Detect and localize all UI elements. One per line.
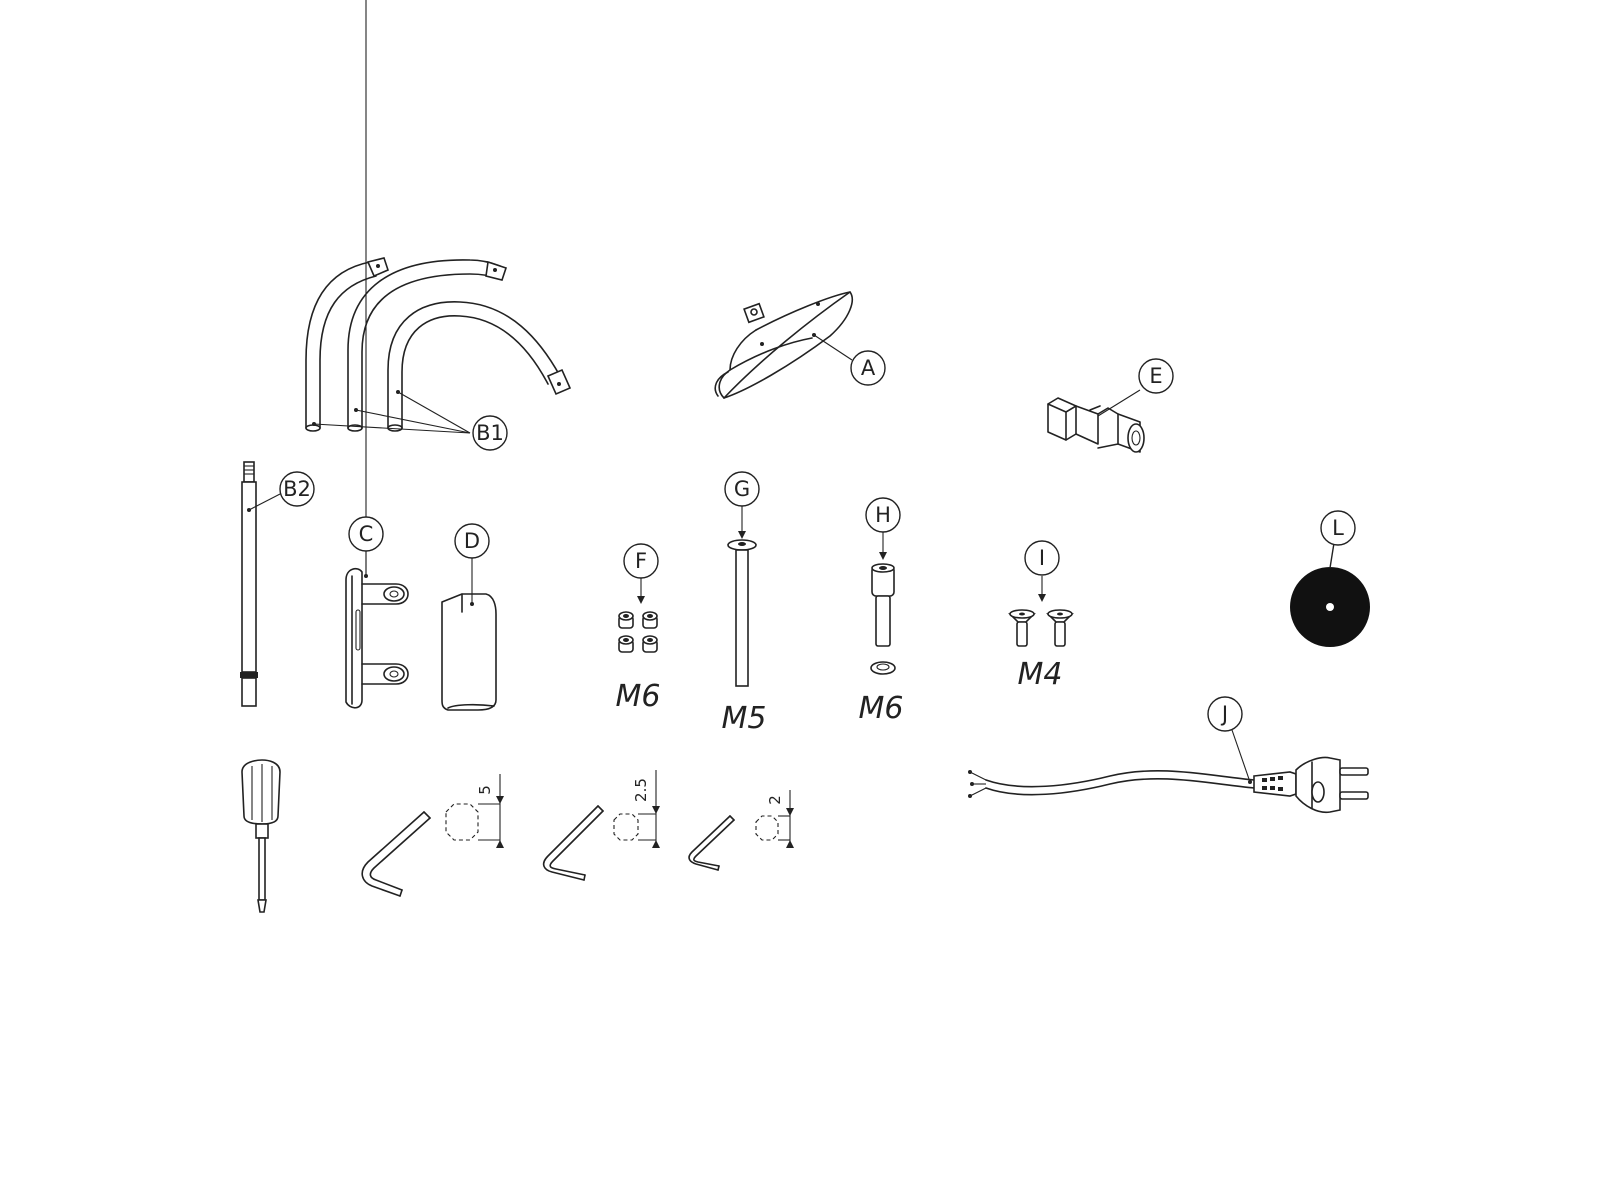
screw-icon xyxy=(1008,576,1074,647)
callout-b1 xyxy=(472,415,508,451)
label-i: I xyxy=(1039,546,1045,570)
hex-key-icon xyxy=(542,770,660,881)
label-g: G xyxy=(734,477,750,501)
callout-h xyxy=(865,497,901,533)
screwdriver-icon xyxy=(241,759,281,913)
label-h: H xyxy=(875,503,891,527)
hexkey-size-small: 2 xyxy=(766,795,784,805)
lamp-shade-icon xyxy=(714,291,854,399)
callout-i xyxy=(1024,540,1060,576)
hex-key-icon xyxy=(688,790,794,871)
callout-j xyxy=(1207,696,1243,732)
hexkey-size-large: 5 xyxy=(476,785,494,795)
nut-icon xyxy=(618,576,658,653)
callout-g xyxy=(724,471,760,507)
arm-tube-icon xyxy=(305,257,572,434)
size-f: M6 xyxy=(616,679,661,714)
label-b1: B1 xyxy=(476,421,504,445)
callout-d xyxy=(454,523,490,559)
label-j: J xyxy=(1220,702,1228,726)
screw-icon xyxy=(727,505,757,687)
plug-cable-icon xyxy=(968,729,1369,814)
washer-icon xyxy=(870,661,896,675)
size-i: M4 xyxy=(1018,657,1063,692)
callout-c xyxy=(348,516,384,552)
coupler-icon xyxy=(1047,389,1145,453)
size-g: M5 xyxy=(722,701,767,736)
label-a: A xyxy=(861,356,876,380)
label-e: E xyxy=(1149,364,1162,388)
callout-l xyxy=(1320,510,1356,546)
size-h: M6 xyxy=(859,691,904,726)
label-c: C xyxy=(359,522,374,546)
cover-icon xyxy=(441,556,497,711)
pole-icon xyxy=(240,461,283,707)
screw-icon xyxy=(871,531,895,647)
hexkey-size-medium: 2.5 xyxy=(632,778,650,802)
callout-e xyxy=(1138,358,1174,394)
disc-icon xyxy=(1290,542,1370,647)
callout-b2 xyxy=(279,471,315,507)
label-d: D xyxy=(464,529,480,553)
callout-a xyxy=(850,350,886,386)
label-f: F xyxy=(635,549,647,573)
label-l: L xyxy=(1332,516,1344,540)
label-b2: B2 xyxy=(283,477,311,501)
hex-key-icon xyxy=(361,774,504,897)
bracket-icon xyxy=(345,0,409,709)
callout-f xyxy=(623,543,659,579)
